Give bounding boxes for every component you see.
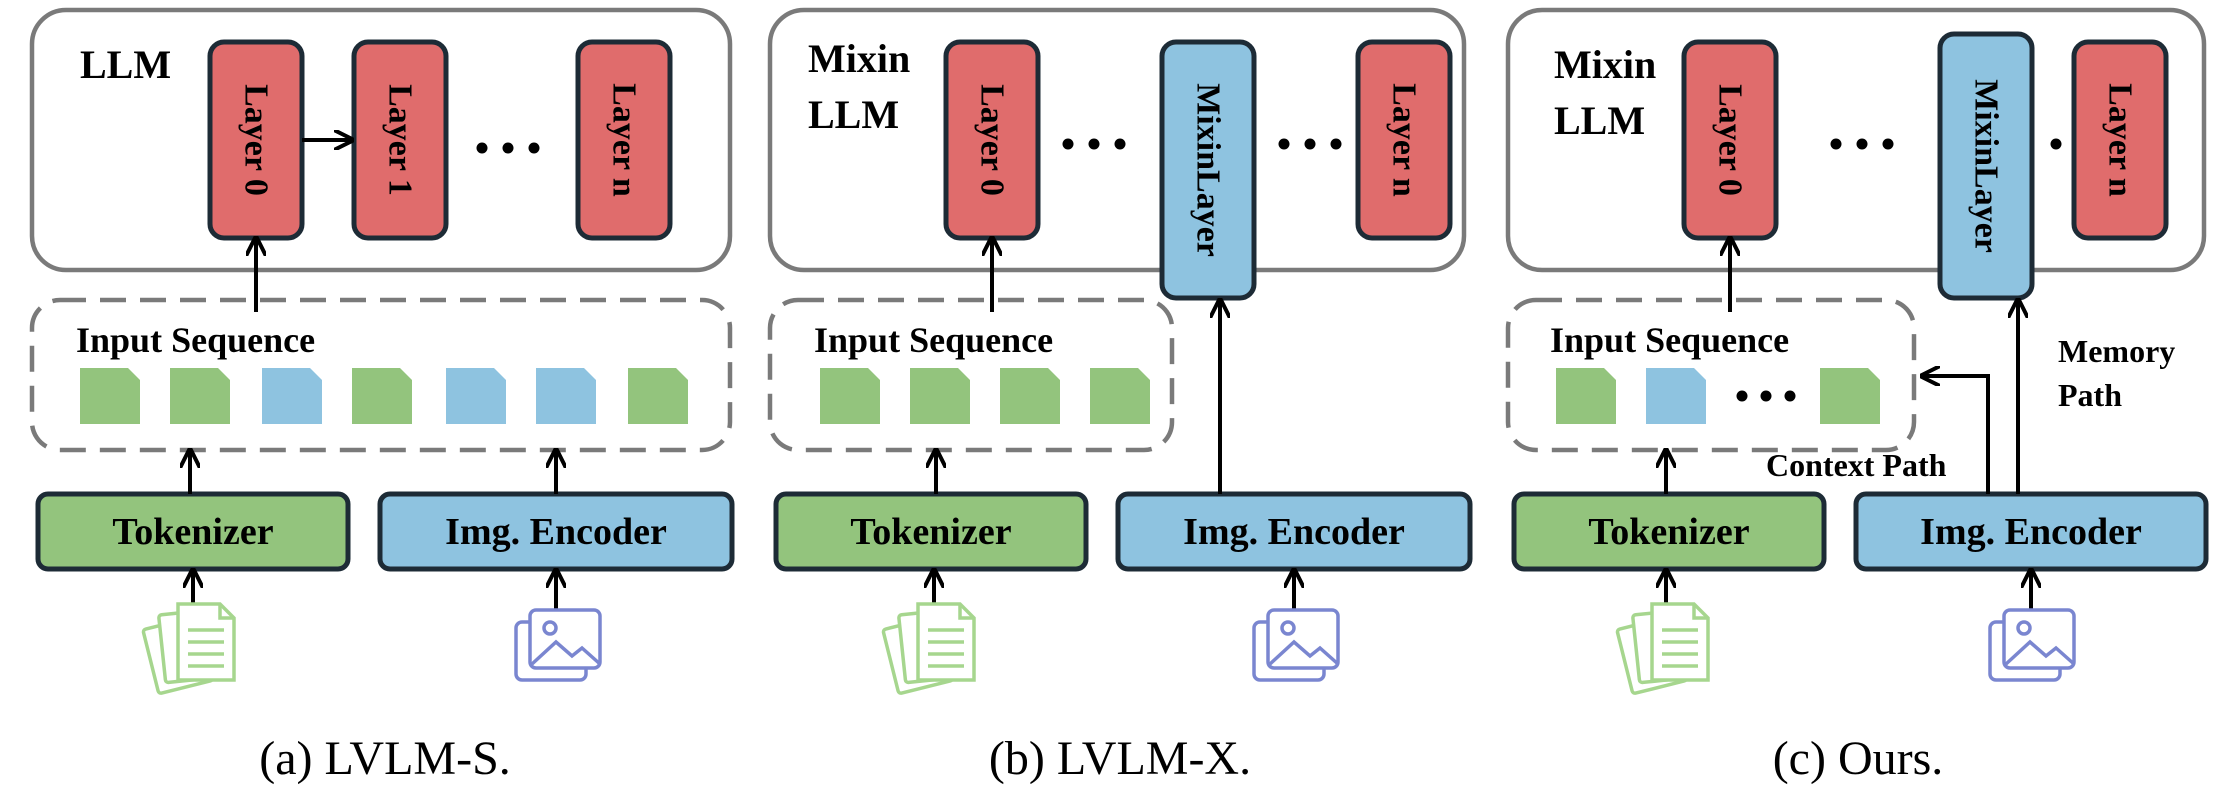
text-token xyxy=(80,368,140,424)
ellipsis-icon xyxy=(1736,390,1796,402)
context-path-label: Context Path xyxy=(1766,447,1947,483)
layer-box-0: Layer 0 xyxy=(207,39,305,241)
caption-c: (c) Ours. xyxy=(1773,732,1944,785)
text-token xyxy=(910,368,970,424)
token-row xyxy=(1556,368,1880,424)
image-token xyxy=(1646,368,1706,424)
input-sequence-frame xyxy=(767,297,1175,453)
document-stack-icon xyxy=(141,602,236,695)
layer-box-1: Layer 1 xyxy=(351,39,449,241)
input-sequence-label: Input Sequence xyxy=(76,320,315,360)
img-encoder-label: Img. Encoder xyxy=(1920,511,2142,553)
layer-label-1: Layer 1 xyxy=(382,84,419,196)
tokenizer-box: Tokenizer xyxy=(773,491,1089,572)
layer-box-n: Layer n xyxy=(2071,39,2169,241)
img-encoder-label: Img. Encoder xyxy=(445,511,667,553)
layer-label-0: Layer 0 xyxy=(974,84,1011,196)
mixin-layer-label: MixinLayer xyxy=(1968,79,2005,253)
text-token xyxy=(820,368,880,424)
tokenizer-box: Tokenizer xyxy=(1511,491,1827,572)
ellipsis-icon xyxy=(1830,138,1894,150)
img-encoder-label: Img. Encoder xyxy=(1183,511,1405,553)
caption-a: (a) LVLM-S. xyxy=(259,732,511,785)
ellipsis-icon xyxy=(476,142,540,154)
image-stack-icon xyxy=(1252,608,1340,682)
text-token xyxy=(1820,368,1880,424)
input-sequence-frame xyxy=(1505,297,1917,453)
text-token xyxy=(1556,368,1616,424)
text-token xyxy=(628,368,688,424)
tokenizer-label: Tokenizer xyxy=(850,511,1011,553)
memory-path-label-line1: Memory xyxy=(2058,333,2175,369)
mixin-label-line1: Mixin xyxy=(808,36,910,81)
ellipsis-dot xyxy=(2050,138,2062,150)
tokenizer-label: Tokenizer xyxy=(112,511,273,553)
panel-a: LLM Layer 0 Layer 1 Layer n Input Sequen… xyxy=(29,7,735,785)
panel-b: Mixin LLM Layer 0 MixinLayer Layer n Inp… xyxy=(767,7,1473,785)
image-token xyxy=(536,368,596,424)
layer-label-0: Layer 0 xyxy=(1712,84,1749,196)
mixin-label-line2: LLM xyxy=(808,92,899,137)
input-sequence-label: Input Sequence xyxy=(814,320,1053,360)
text-token xyxy=(352,368,412,424)
image-token xyxy=(262,368,322,424)
layer-box-0: Layer 0 xyxy=(1681,39,1779,241)
layer-box-n: Layer n xyxy=(575,39,673,241)
layer-label-n: Layer n xyxy=(606,83,643,197)
mixin-layer-box: MixinLayer xyxy=(1937,31,2035,301)
text-token xyxy=(1090,368,1150,424)
token-row xyxy=(80,368,688,424)
memory-path-label-line2: Path xyxy=(2058,377,2122,413)
input-sequence-frame xyxy=(29,297,733,453)
document-stack-icon xyxy=(1615,602,1710,695)
ellipsis-icon xyxy=(1062,138,1126,150)
layer-label-n: Layer n xyxy=(1386,83,1423,197)
tokenizer-box: Tokenizer xyxy=(35,491,351,572)
ellipsis-icon xyxy=(1278,138,1342,150)
image-stack-icon xyxy=(514,608,602,682)
token-row xyxy=(820,368,1150,424)
img-encoder-box: Img. Encoder xyxy=(377,491,735,572)
llm-label: LLM xyxy=(80,42,171,87)
img-encoder-box: Img. Encoder xyxy=(1853,491,2209,572)
layer-label-0: Layer 0 xyxy=(238,84,275,196)
image-stack-icon xyxy=(1988,608,2076,682)
layer-box-0: Layer 0 xyxy=(943,39,1041,241)
tokenizer-label: Tokenizer xyxy=(1588,511,1749,553)
img-encoder-box: Img. Encoder xyxy=(1115,491,1473,572)
context-path-arrow xyxy=(1924,376,1990,494)
image-token xyxy=(446,368,506,424)
mixin-label-line2: LLM xyxy=(1554,98,1645,143)
document-stack-icon xyxy=(881,602,976,695)
mixin-label-line1: Mixin xyxy=(1554,42,1656,87)
layer-box-n: Layer n xyxy=(1355,39,1453,241)
panel-c: Mixin LLM Layer 0 MixinLayer Layer n Inp… xyxy=(1505,7,2209,785)
mixin-layer-label: MixinLayer xyxy=(1190,83,1227,257)
caption-b: (b) LVLM-X. xyxy=(989,732,1251,785)
text-token xyxy=(170,368,230,424)
text-token xyxy=(1000,368,1060,424)
layer-label-n: Layer n xyxy=(2102,83,2139,197)
mixin-layer-box: MixinLayer xyxy=(1159,39,1257,301)
input-sequence-label: Input Sequence xyxy=(1550,320,1789,360)
